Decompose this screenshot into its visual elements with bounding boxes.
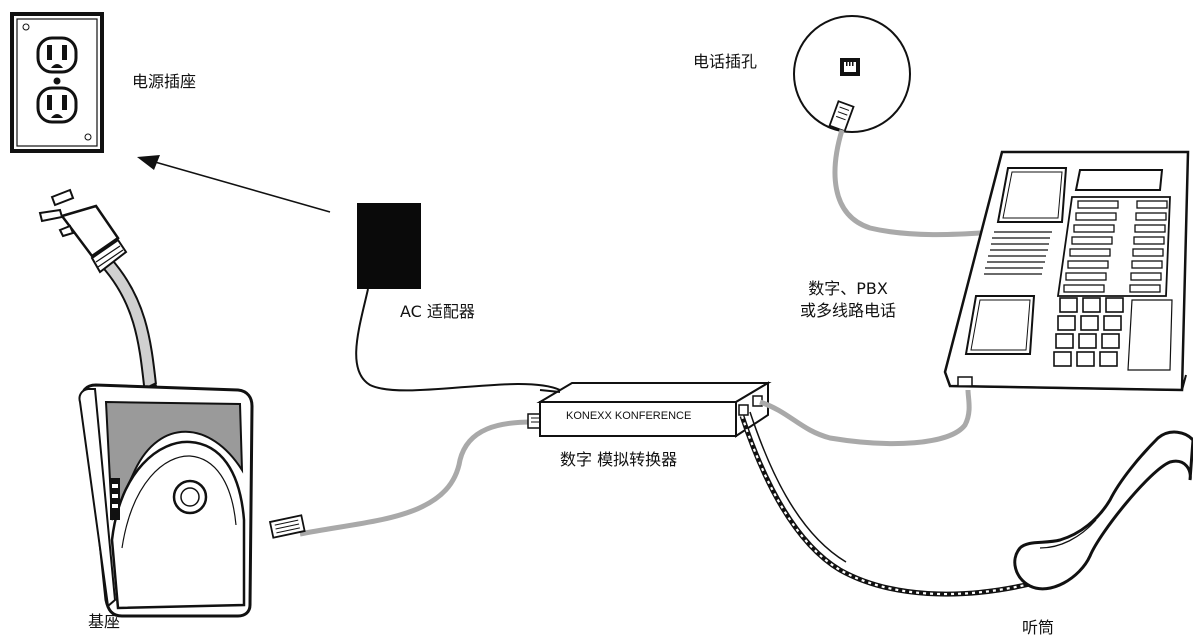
converter-box-icon — [536, 381, 772, 438]
phone-jack-icon — [793, 15, 1003, 238]
ac-adapter-label: AC 适配器 — [400, 302, 475, 321]
base-label: 基座 — [88, 612, 121, 631]
ac-adapter-icon — [355, 203, 561, 392]
outlet-icon — [10, 12, 104, 153]
desk-phone-label-line1: 数字、PBX — [808, 279, 888, 298]
base-unit-icon — [78, 382, 254, 618]
desk-phone-label: 数字、PBX 或多线路电话 — [800, 278, 896, 322]
power-outlet-label: 电源插座 — [132, 72, 197, 91]
handset-cord — [739, 411, 1031, 597]
power-plug-icon — [38, 188, 157, 386]
desk-phone-label-line2: 或多线路电话 — [800, 301, 897, 320]
phone-cable — [759, 389, 972, 447]
handset-icon — [1013, 430, 1193, 591]
phone-jack-label: 电话插孔 — [693, 52, 758, 71]
converter-device-text: KONEXX KONFERENCE — [566, 410, 692, 422]
rj11-plug-icon — [268, 413, 545, 539]
handset-label: 听筒 — [1022, 618, 1055, 637]
converter-label: 数字 模拟转换器 — [560, 450, 678, 469]
desk-phone-icon — [943, 150, 1190, 392]
arrow-icon — [137, 155, 331, 213]
